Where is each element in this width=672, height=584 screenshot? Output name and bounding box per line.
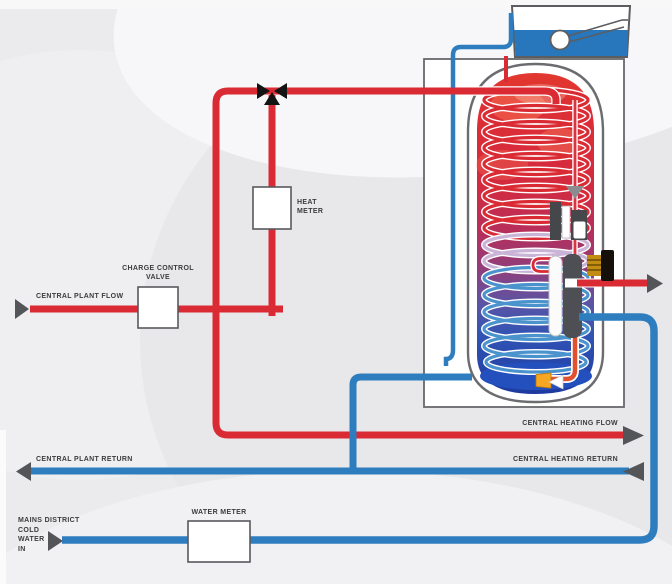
dhw-coil [482, 265, 590, 374]
label-line: HEAT [297, 199, 317, 206]
three-way-mixing-valve-icon [257, 83, 287, 105]
discharge-pipe [551, 335, 578, 382]
pump-face [561, 205, 571, 239]
tank-feed-pipe [443, 13, 514, 366]
label-line: METER [297, 208, 324, 215]
pump-cap [573, 221, 586, 239]
header-tank-water [514, 30, 628, 56]
plant-flow-in-arrow-icon [15, 299, 29, 319]
background-band [0, 0, 672, 9]
charge-control-valve-box [137, 286, 179, 329]
label-central-heating-return: CENTRAL HEATING RETURN [512, 456, 618, 463]
fitting-cap [601, 250, 614, 281]
pipe-store-bottom-feed [349, 373, 472, 474]
heating-flow-out-arrow-icon [623, 426, 644, 445]
label-mains-district-cold-water-in: MAINS DISTRICT COLD WATER IN [18, 516, 88, 554]
label-line: CHARGE CONTROL [122, 265, 194, 272]
plate-heat-exchanger-white-plate [548, 255, 563, 337]
heating-return-in-arrow-icon [623, 462, 644, 481]
charge-coil [482, 87, 590, 241]
label-central-heating-flow: CENTRAL HEATING FLOW [522, 420, 618, 427]
label-central-plant-flow: CENTRAL PLANT FLOW [36, 293, 124, 300]
label-water-meter: WATER METER [191, 509, 247, 516]
discharge-nozzle [535, 372, 552, 389]
label-line: VALVE [145, 274, 171, 281]
heat-meter-box [252, 186, 292, 230]
float-arm [567, 19, 623, 37]
plate-heat-exchanger-dark-plate [563, 254, 582, 338]
circulation-pump [550, 202, 587, 240]
valve-right-wedge [274, 83, 287, 99]
label-heat-meter: HEAT METER [297, 198, 323, 216]
mains-in-arrow-icon [48, 531, 63, 551]
label-line: MAINS DISTRICT [18, 517, 80, 524]
background-band [0, 430, 6, 584]
label-line: COLD [18, 526, 40, 534]
header-tank [510, 5, 632, 58]
coil-return-bend [531, 257, 552, 273]
plant-return-out-arrow-icon [16, 462, 31, 481]
pipe-charge-and-heating-flow [212, 87, 626, 439]
brass-outlet-fitting [587, 250, 614, 281]
label-charge-control-valve: CHARGE CONTROL VALVE [118, 264, 198, 282]
discharge-direction-arrow-icon [548, 374, 564, 390]
float-arm [568, 26, 625, 43]
valve-bottom-wedge [264, 92, 280, 105]
label-line: WATER [18, 536, 45, 543]
pump-body [550, 202, 561, 240]
dhw-out-arrow-icon [647, 274, 663, 293]
label-line: IN [18, 545, 26, 553]
valve-left-wedge [257, 83, 270, 99]
float-ball-icon [549, 29, 571, 51]
downward-flow-arrow-icon [566, 186, 584, 199]
water-meter-box [187, 520, 251, 563]
pipe-mains-cold-water [62, 313, 658, 544]
label-central-plant-return: CENTRAL PLANT RETURN [36, 456, 133, 463]
